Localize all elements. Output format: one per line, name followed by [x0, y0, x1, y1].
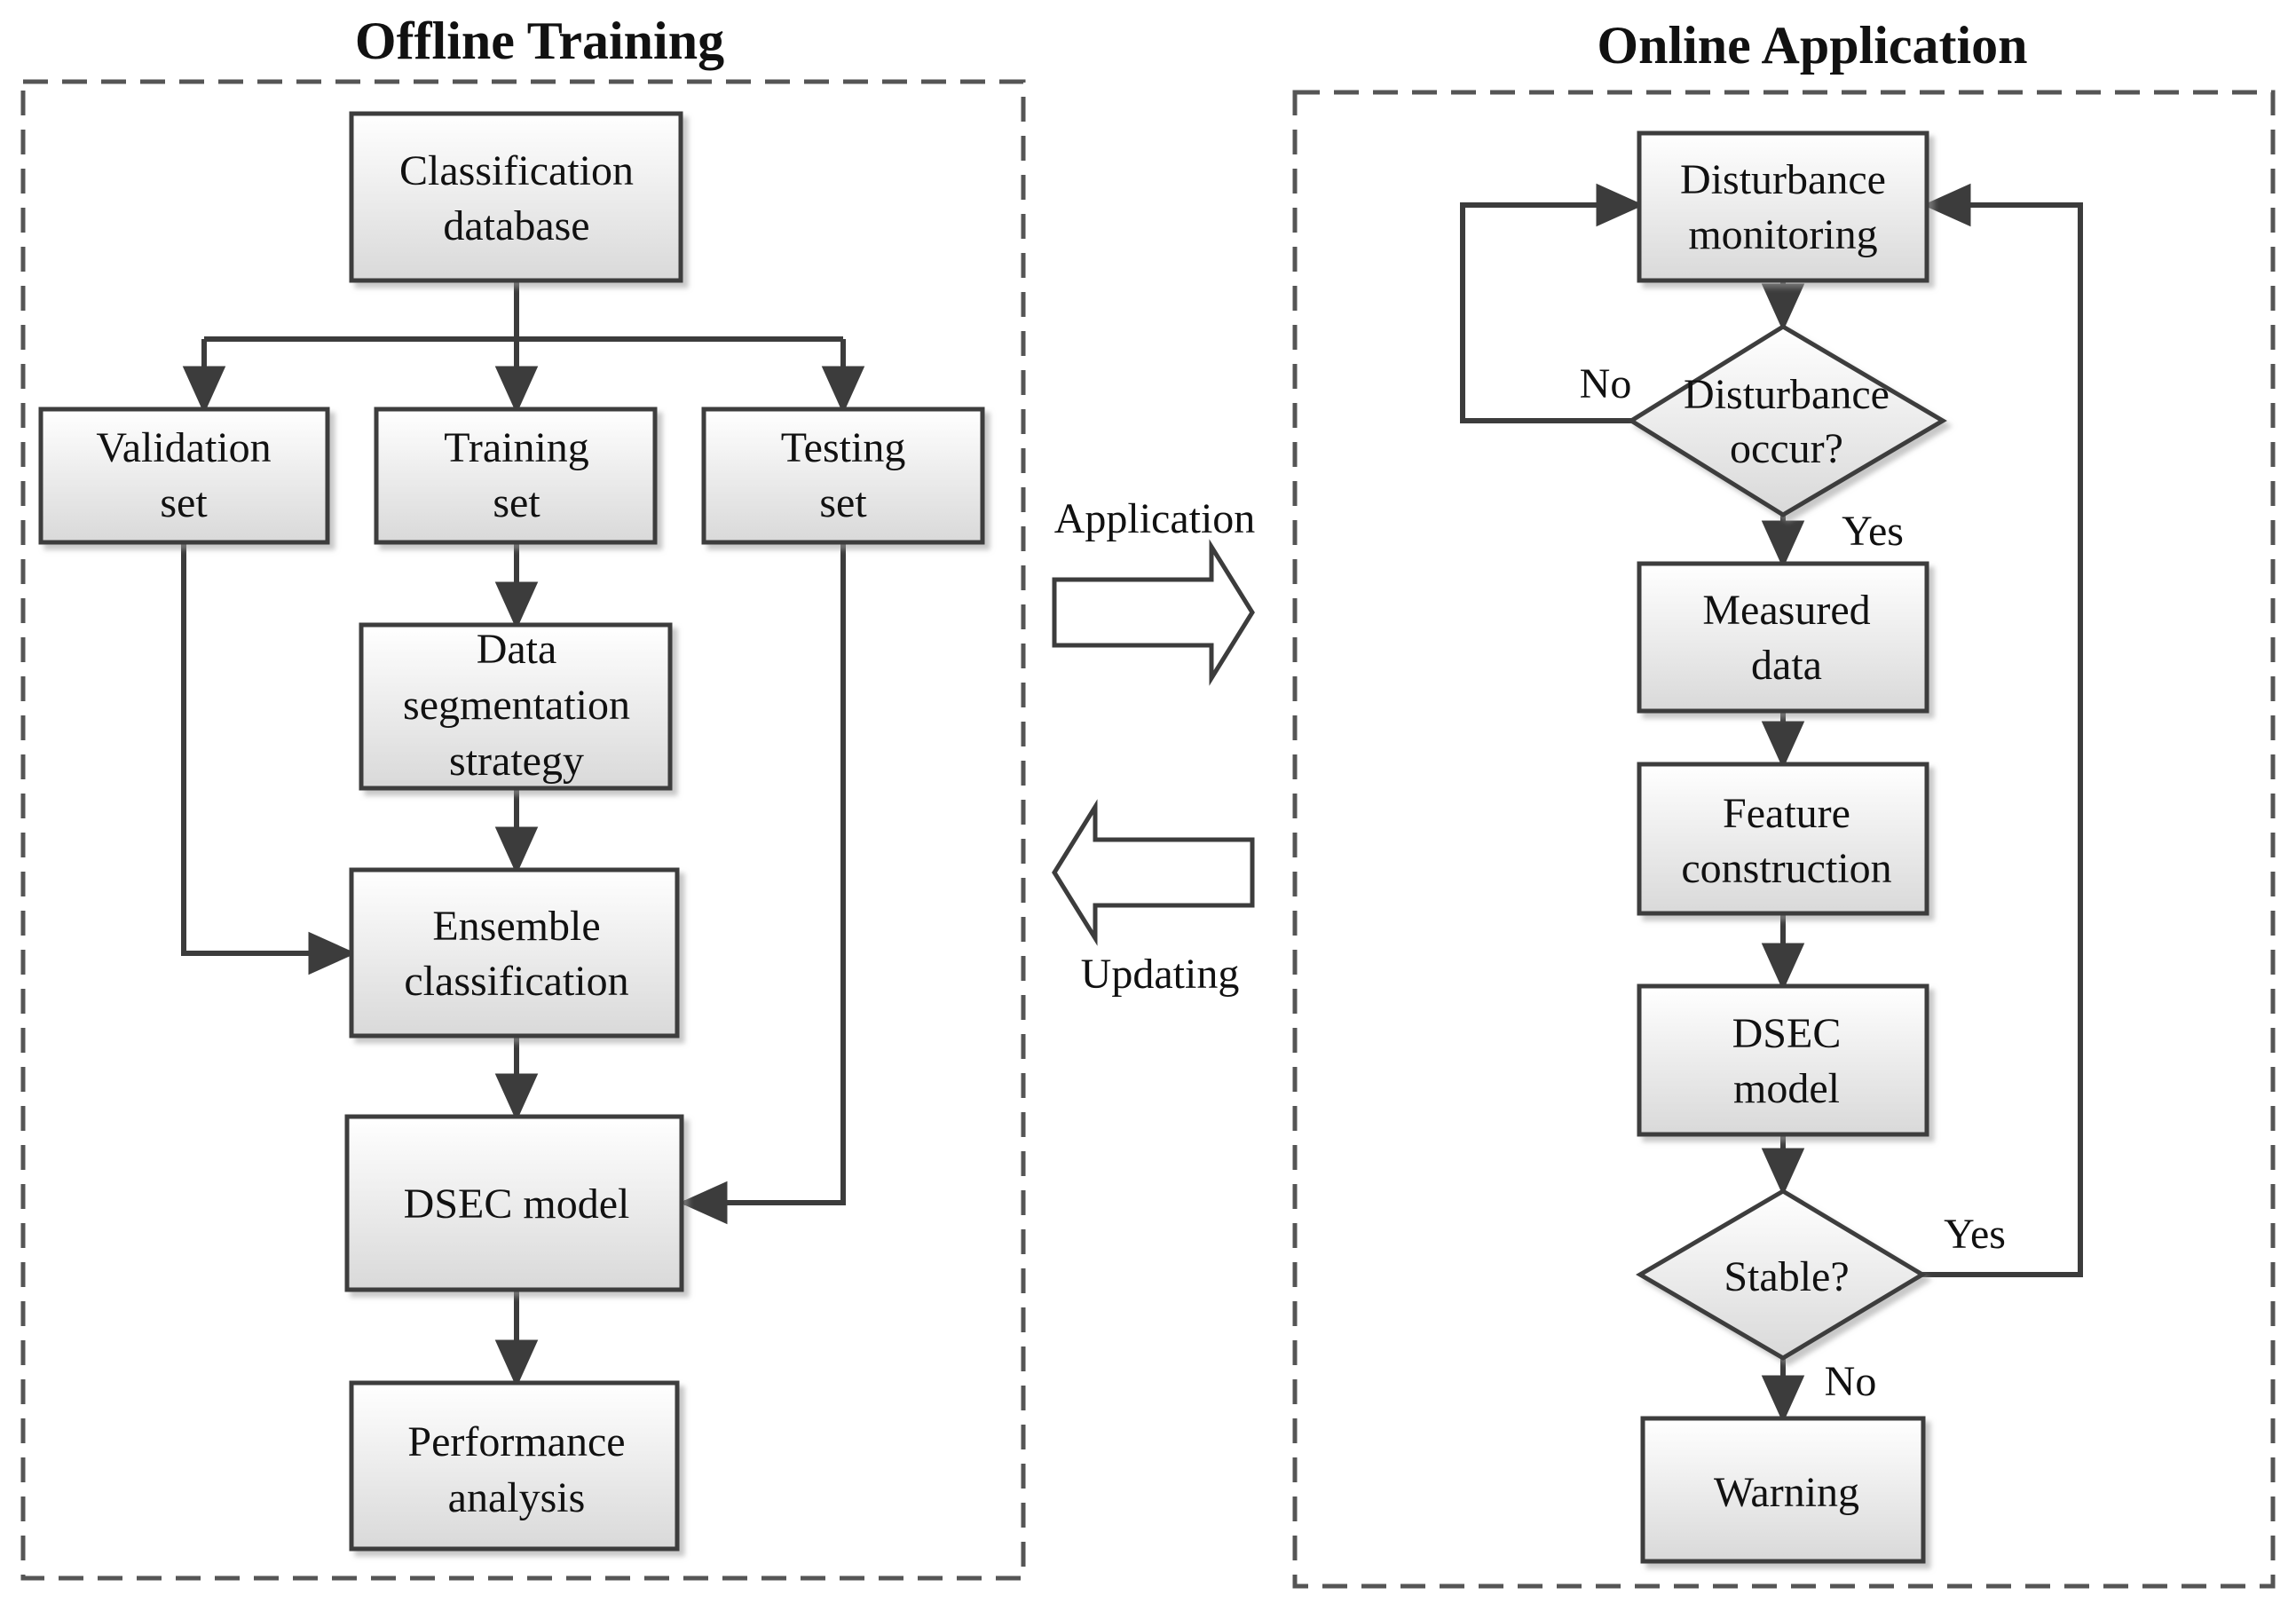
application-arrow-icon — [1052, 539, 1255, 686]
svg-text:Training: Training — [444, 424, 589, 471]
svg-text:DSEC model: DSEC model — [404, 1181, 630, 1228]
arrow-testing-to-dsec — [679, 542, 846, 1225]
svg-text:analysis: analysis — [448, 1474, 586, 1521]
label-yes-occur: Yes — [1842, 508, 1904, 555]
svg-text:Classification: Classification — [399, 147, 634, 194]
svg-text:Ensemble: Ensemble — [432, 903, 600, 950]
dsec-model-box: DSEC model — [344, 1114, 684, 1292]
arrow-no-loop — [1460, 183, 1645, 423]
offline-title: Offline Training — [355, 12, 724, 70]
svg-text:database: database — [443, 202, 589, 249]
svg-text:Data: Data — [477, 626, 557, 673]
stable-diamond: Stable? — [1636, 1189, 1927, 1361]
online-title: Online Application — [1597, 16, 2027, 75]
svg-text:DSEC: DSEC — [1732, 1010, 1842, 1057]
split-line — [201, 336, 843, 342]
svg-text:Disturbance: Disturbance — [1684, 371, 1890, 418]
label-no-stable: No — [1825, 1358, 1877, 1405]
online-panel — [1292, 90, 2276, 1589]
svg-text:occur?: occur? — [1730, 425, 1843, 472]
svg-text:set: set — [160, 479, 208, 526]
warning-box: Warning — [1640, 1416, 1926, 1564]
svg-text:classification: classification — [404, 958, 628, 1005]
validation-set-box: Validation set — [38, 407, 330, 545]
classification-database-box: Classification database — [349, 111, 683, 283]
svg-text:Feature: Feature — [1723, 790, 1850, 837]
svg-text:monitoring: monitoring — [1688, 211, 1877, 258]
application-label: Application — [1054, 495, 1256, 542]
dsec-model-online-box: DSEC model — [1637, 983, 1929, 1137]
svg-text:Disturbance: Disturbance — [1680, 156, 1886, 203]
disturbance-monitoring-box: Disturbance monitoring — [1637, 130, 1929, 283]
updating-arrow-icon — [1052, 799, 1255, 946]
svg-text:strategy: strategy — [449, 738, 584, 785]
feature-construction-box: Feature construction — [1637, 762, 1929, 916]
label-yes-stable: Yes — [1944, 1211, 2006, 1258]
disturbance-occur-diamond: Disturbance occur? — [1627, 324, 1947, 517]
arrow-yes-loop — [1922, 183, 2083, 1277]
performance-analysis-box: Performance analysis — [349, 1380, 680, 1552]
training-set-box: Training set — [374, 407, 658, 545]
updating-label: Updating — [1081, 951, 1240, 998]
svg-text:construction: construction — [1681, 845, 1891, 892]
svg-text:Validation: Validation — [96, 424, 271, 471]
testing-set-box: Testing set — [701, 407, 985, 545]
svg-text:Warning: Warning — [1714, 1469, 1859, 1516]
svg-text:Measured: Measured — [1702, 587, 1870, 634]
svg-text:set: set — [493, 479, 540, 526]
offline-panel — [20, 79, 1026, 1581]
svg-text:model: model — [1733, 1065, 1840, 1112]
label-no-occur: No — [1580, 360, 1632, 407]
svg-text:Stable?: Stable? — [1724, 1253, 1849, 1300]
svg-text:data: data — [1751, 642, 1822, 689]
arrow-validation-to-ensemble — [181, 542, 357, 975]
ensemble-classification-box: Ensemble classification — [349, 867, 680, 1038]
svg-text:segmentation: segmentation — [403, 682, 630, 729]
svg-text:Testing: Testing — [781, 424, 906, 471]
data-segmentation-box: Data segmentation strategy — [359, 622, 673, 791]
svg-text:Performance: Performance — [407, 1418, 625, 1465]
measured-data-box: Measured data — [1637, 561, 1929, 714]
svg-text:set: set — [819, 479, 867, 526]
